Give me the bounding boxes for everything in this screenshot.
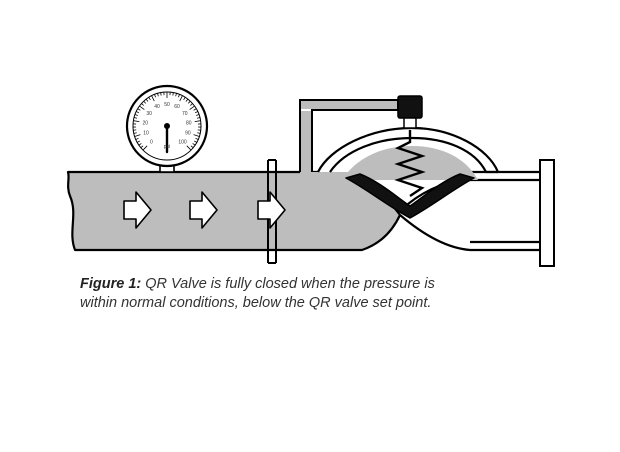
gauge-unit: psi [164,144,170,150]
gauge-minor-tick [157,93,159,97]
flow-arrow-icon [189,191,218,229]
gauge-major-tick [194,120,201,123]
gauge-minor-tick [175,93,177,97]
gauge-minor-tick [193,140,197,143]
gauge-minor-tick [172,92,174,96]
gauge-major-tick [193,134,200,137]
flow-arrow-icon [257,191,286,229]
caption-label: Figure 1: [80,276,142,292]
gauge-major-tick [186,145,192,151]
gauge-major-tick [139,105,145,110]
figure-caption: Figure 1: QR Valve is fully closed when … [80,275,560,313]
flow-arrow-icon [123,191,152,229]
gauge-minor-tick [154,94,156,98]
gauge-major-tick [134,134,141,137]
gauge-minor-tick [148,97,151,101]
gauge-minor-tick [137,140,141,143]
gauge-tick-label: 70 [182,111,188,117]
gauge-tick-label: 20 [142,120,148,126]
gauge-minor-tick [197,132,201,134]
gauge-minor-tick [134,114,138,116]
gauge-minor-tick [195,137,199,140]
gauge-tick-label: 10 [143,131,149,137]
gauge-minor-tick [145,98,149,102]
gauge-minor-tick [141,103,145,106]
gauge-minor-tick [193,108,197,111]
gauge-minor-tick [183,97,186,101]
gauge-major-tick [189,105,195,110]
gauge-minor-tick [135,137,139,140]
gauge-minor-tick [138,143,142,146]
gauge-minor-tick [192,143,196,146]
gauge-minor-tick [143,100,147,104]
gauge-tick-label: 40 [154,104,160,110]
spring-icon [394,130,426,197]
gauge-minor-tick [190,145,194,148]
upstream-pipe [66,170,402,252]
gauge-major-tick [151,95,155,102]
gauge-tick-label: 60 [174,104,180,110]
gauge-minor-tick [178,94,180,98]
flow-arrows [123,191,286,229]
gauge-major-tick [133,120,140,123]
gauge-tick-label: 90 [185,131,191,137]
gauge-tick-label: 50 [164,102,170,108]
sensing-line [299,99,399,172]
gauge-minor-tick [185,98,189,102]
gauge-minor-tick [196,117,201,119]
gauge-tick-label: 80 [186,120,192,126]
diaphragm [345,173,475,219]
gauge-minor-tick [196,114,200,116]
gauge-tick-label: 30 [146,111,152,117]
gauge-tick-label: 100 [178,139,187,145]
gauge-minor-tick [187,100,191,104]
pilot-cap-icon [397,95,423,129]
gauge-tick-label: 0 [150,139,153,145]
caption-text-line2: within normal conditions, below the QR v… [80,295,432,311]
gauge-minor-tick [137,108,141,111]
gauge-minor-tick [133,117,138,119]
gauge-minor-tick [133,132,137,134]
gauge-major-tick [179,95,183,102]
gauge-minor-tick [140,145,144,148]
upper-chamber-fluid [342,146,478,180]
gauge-minor-tick [160,92,162,96]
gauge-minor-tick [189,103,193,106]
outlet-flange [539,159,555,267]
caption-text-line1: QR Valve is fully closed when the pressu… [141,276,435,292]
gauge-major-tick [142,145,148,151]
gauge-minor-tick [136,111,140,114]
gauge-minor-tick [194,111,198,114]
